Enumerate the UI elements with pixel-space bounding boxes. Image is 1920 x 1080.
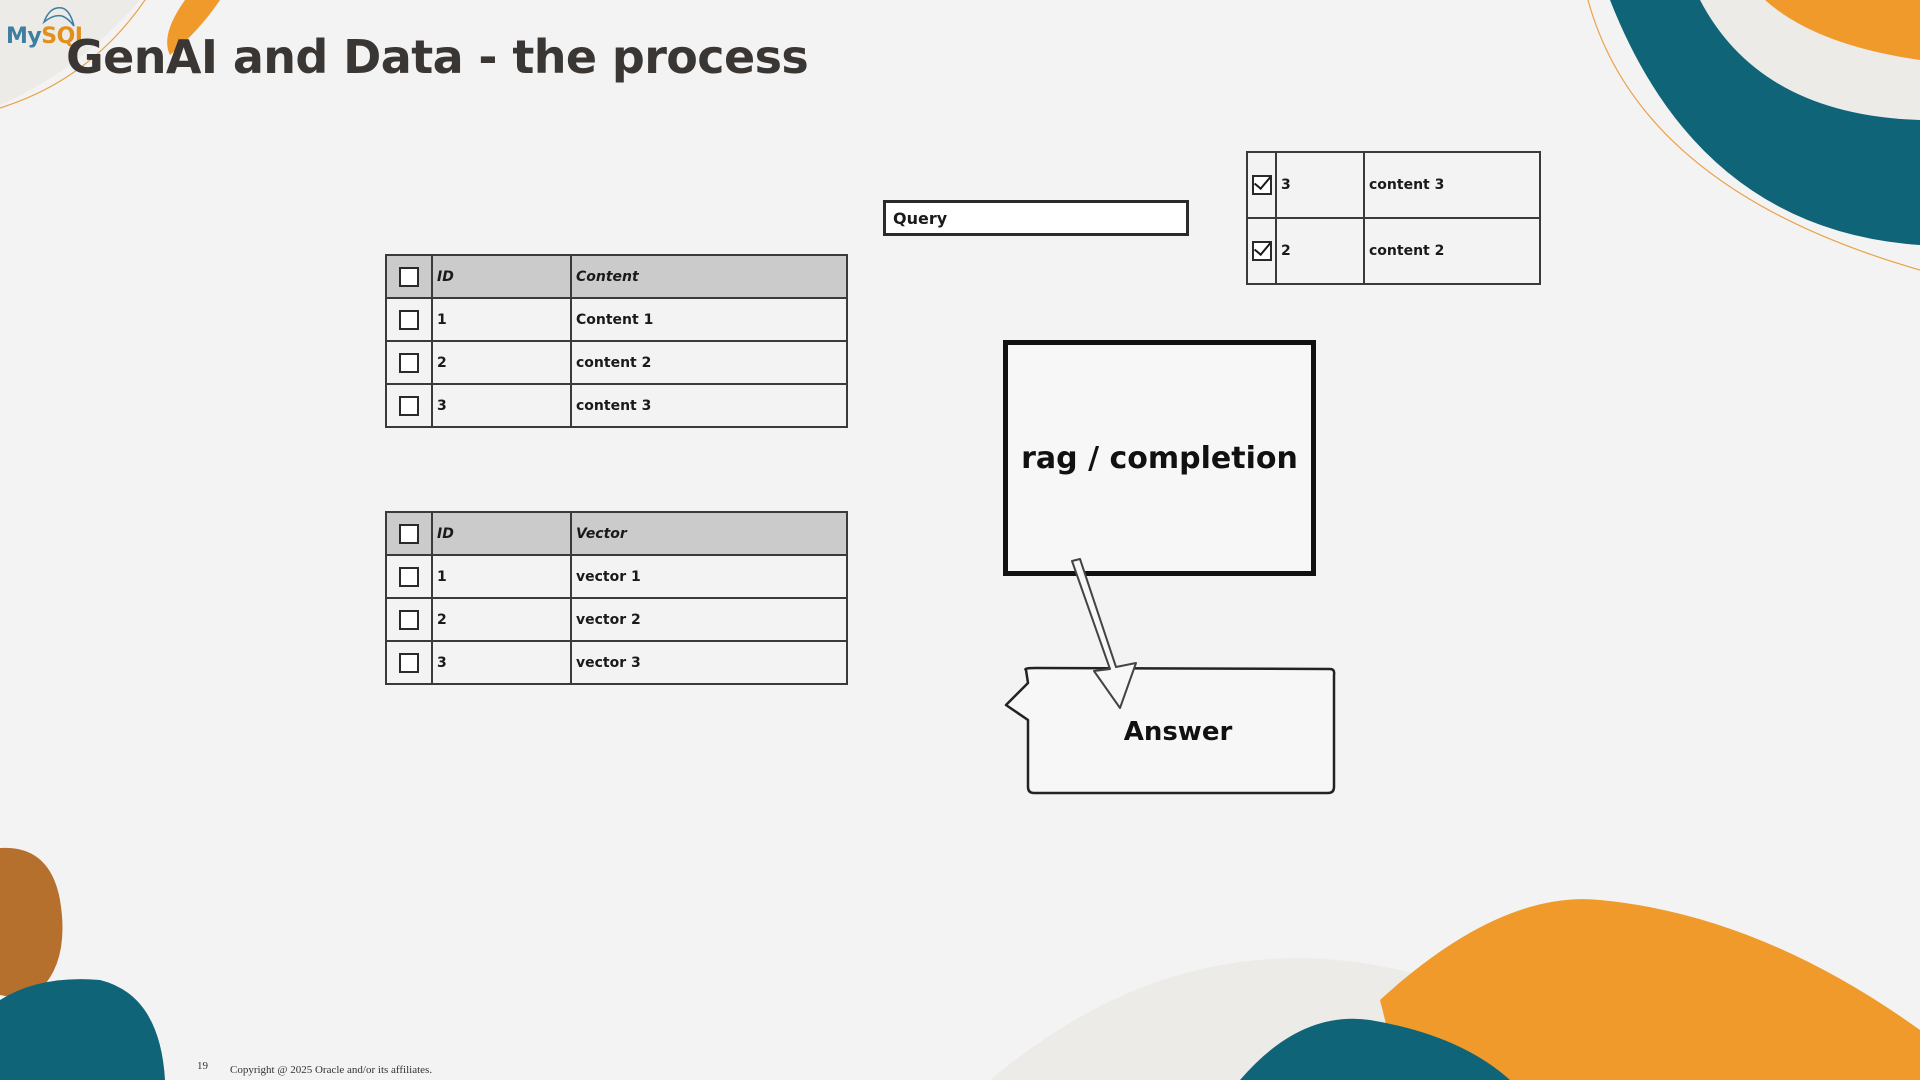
checked-checkbox[interactable] [1251, 175, 1272, 195]
cell-id: 2 [431, 597, 572, 642]
column-header-content: Content [570, 254, 848, 299]
logo-part-sql: SQL [41, 24, 89, 49]
row-checkbox[interactable] [399, 652, 419, 673]
cell-vector: vector 2 [570, 597, 848, 642]
row-checkbox[interactable] [399, 395, 419, 416]
page-title: GenAI and Data - the process [66, 30, 809, 84]
row-checkbox[interactable] [399, 352, 419, 373]
table-header-row: ID Vector [385, 511, 848, 556]
mysql-logo: MySQL [6, 24, 89, 49]
table-row: 3 vector 3 [385, 640, 848, 685]
cell-content: content 2 [1363, 217, 1541, 285]
cell-vector: vector 1 [570, 554, 848, 599]
cell-content: content 2 [570, 340, 848, 385]
answer-bubble [1004, 558, 1336, 795]
cell-id: 2 [1275, 217, 1365, 285]
page-number: 19 [197, 1060, 208, 1072]
cell-id: 3 [431, 640, 572, 685]
cell-vector: vector 3 [570, 640, 848, 685]
content-table: ID Content 1 Content 1 2 content 2 3 con… [385, 254, 848, 428]
result-table: 3 content 3 2 content 2 [1246, 151, 1541, 285]
checkbox-cell [1246, 151, 1277, 219]
column-header-id: ID [431, 254, 572, 299]
table-row: 1 Content 1 [385, 297, 848, 342]
cell-id: 1 [431, 554, 572, 599]
dolphin-icon [42, 7, 75, 27]
cell-id: 1 [431, 297, 572, 342]
arrow-down-icon [1071, 558, 1137, 709]
cell-id: 3 [1275, 151, 1365, 219]
cell-content: content 3 [570, 383, 848, 428]
logo-part-my: My [6, 24, 42, 49]
table-row: 2 vector 2 [385, 597, 848, 642]
table-row: 3 content 3 [385, 383, 848, 428]
copyright-text: Copyright @ 2025 Oracle and/or its affil… [230, 1064, 433, 1076]
cell-id: 3 [431, 383, 572, 428]
checkbox-cell [1246, 217, 1277, 285]
rag-completion-box: rag / completion [1003, 340, 1316, 576]
select-all-checkbox[interactable] [399, 523, 419, 544]
table-row: 2 content 2 [385, 340, 848, 385]
checkbox-cell [385, 597, 433, 642]
query-input[interactable]: Query [883, 200, 1189, 236]
checked-checkbox[interactable] [1251, 241, 1272, 261]
checkbox-cell [385, 554, 433, 599]
cell-id: 2 [431, 340, 572, 385]
answer-label: Answer [1123, 717, 1233, 747]
checkbox-cell [385, 640, 433, 685]
table-row: 2 content 2 [1246, 217, 1541, 285]
rag-completion-label: rag / completion [1021, 440, 1298, 476]
column-header-id: ID [431, 511, 572, 556]
column-header-vector: Vector [570, 511, 848, 556]
table-row: 3 content 3 [1246, 151, 1541, 219]
checkbox-cell [385, 340, 433, 385]
checkbox-cell [385, 511, 433, 556]
row-checkbox[interactable] [399, 609, 419, 630]
select-all-checkbox[interactable] [399, 266, 419, 287]
row-checkbox[interactable] [399, 566, 419, 587]
table-header-row: ID Content [385, 254, 848, 299]
checkbox-cell [385, 383, 433, 428]
checkbox-cell [385, 254, 433, 299]
cell-content: content 3 [1363, 151, 1541, 219]
cell-content: Content 1 [570, 297, 848, 342]
checkbox-cell [385, 297, 433, 342]
vector-table: ID Vector 1 vector 1 2 vector 2 3 vector… [385, 511, 848, 685]
row-checkbox[interactable] [399, 309, 419, 330]
table-row: 1 vector 1 [385, 554, 848, 599]
